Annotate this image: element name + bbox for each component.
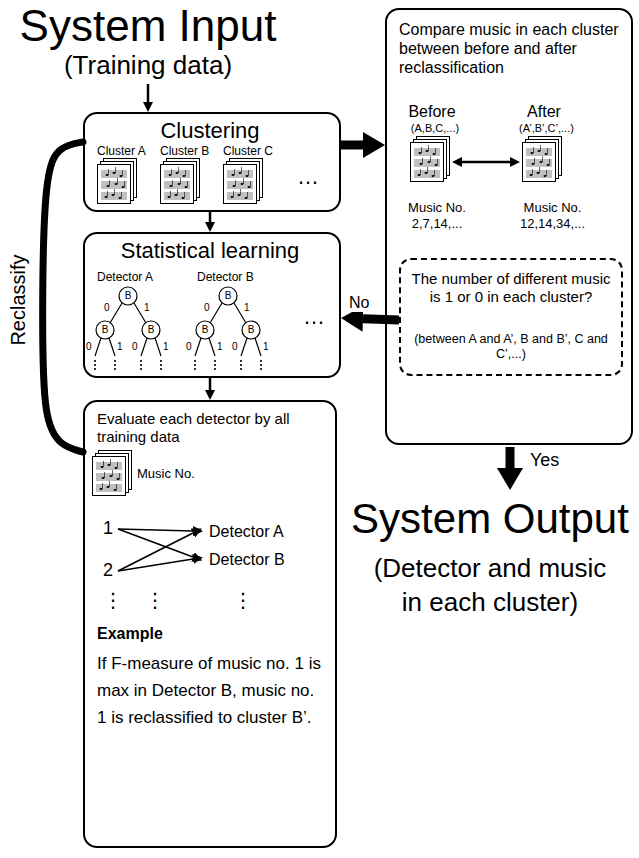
label-text: 0 bbox=[232, 341, 238, 353]
node-text: Cluster B bbox=[160, 144, 209, 158]
output-arrow bbox=[506, 447, 515, 468]
label-text: B bbox=[96, 324, 114, 336]
node-text: Music No. bbox=[137, 466, 195, 482]
node-text: Detector A bbox=[209, 522, 284, 541]
label-text: (Detector and music in each cluster) bbox=[365, 552, 615, 620]
label-text: B bbox=[242, 324, 260, 336]
process-box: Evaluate each detector by all training d… bbox=[83, 400, 337, 848]
process-box: Statistical learningDetector A Detector B… bbox=[83, 232, 341, 378]
label-text: System Output bbox=[345, 494, 635, 544]
label-text: B bbox=[119, 290, 137, 302]
label-text: 1 bbox=[117, 341, 123, 353]
label-text: 0 bbox=[204, 302, 210, 314]
label-text: 1 bbox=[144, 302, 150, 314]
flow-arrow bbox=[341, 141, 363, 150]
flow-arrow bbox=[363, 319, 399, 320]
node-text: 2 bbox=[103, 560, 113, 582]
evaluation-arrows bbox=[118, 529, 193, 571]
label-text: B bbox=[196, 324, 214, 336]
node-text: If F-measure of music no. 1 is max in De… bbox=[97, 650, 325, 732]
edge-label: No bbox=[349, 293, 369, 312]
label-text: 1 bbox=[244, 302, 250, 314]
label-text: 0 bbox=[132, 341, 138, 353]
flow-arrow bbox=[209, 378, 212, 390]
label-text: B bbox=[142, 324, 160, 336]
input-arrow bbox=[147, 84, 150, 102]
node-text: Detector A bbox=[97, 270, 153, 284]
node-text: (between A and A’, B and B’, C and C’,..… bbox=[407, 332, 615, 362]
node-text: 1 bbox=[103, 518, 113, 540]
label-text: 0 bbox=[86, 341, 92, 353]
node-text: Clustering bbox=[85, 118, 335, 144]
label-text: 0 bbox=[186, 341, 192, 353]
label-text: System Input bbox=[0, 0, 296, 53]
label-text: Yes bbox=[530, 450, 559, 472]
node-text: ⋮ bbox=[233, 588, 253, 612]
node-text: (A’,B’,C’,...) bbox=[499, 122, 594, 135]
sheet-music-icon bbox=[523, 137, 562, 182]
label-text: 1 bbox=[263, 341, 269, 353]
label-text: 1 bbox=[217, 341, 223, 353]
sheet-music-icon bbox=[224, 159, 263, 204]
node-text: Detector B bbox=[197, 270, 254, 284]
label-text: Reclassify bbox=[6, 245, 30, 355]
decision-tree bbox=[94, 287, 162, 370]
node-text: ⋮ bbox=[103, 588, 123, 612]
node-text: (A,B,C,...) bbox=[395, 122, 475, 135]
node-text: Before bbox=[397, 102, 467, 121]
node-text: Statistical learning bbox=[85, 238, 335, 264]
node-text: ⋮ bbox=[145, 588, 165, 612]
node-text: Music No. 12,14,34,... bbox=[505, 200, 600, 231]
sheet-music-icon bbox=[98, 159, 137, 204]
sheet-music-icon bbox=[93, 451, 132, 496]
node-text: Example bbox=[97, 624, 163, 643]
label-text: 0 bbox=[104, 302, 110, 314]
sheet-music-icon bbox=[411, 137, 450, 182]
decision-box: The number of different music is 1 or 0 … bbox=[399, 258, 623, 376]
node-text: Evaluate each detector by all training d… bbox=[97, 410, 325, 446]
node-text: Detector B bbox=[209, 550, 285, 569]
compare-arrow bbox=[462, 161, 510, 164]
label-text: B bbox=[219, 290, 237, 302]
flow-arrow bbox=[43, 142, 83, 452]
process-box: ClusteringCluster A Cluster B Cluster C … bbox=[83, 112, 341, 212]
label-text: (Training data) bbox=[0, 50, 296, 81]
node-text: Cluster A bbox=[97, 144, 146, 158]
node-text: Music No. 2,7,14,... bbox=[397, 200, 477, 231]
node-text: Cluster C bbox=[223, 144, 273, 158]
node-text: Compare music in each cluster between be… bbox=[399, 20, 624, 78]
node-text: … bbox=[303, 304, 325, 330]
process-box: Compare music in each cluster between be… bbox=[385, 8, 633, 445]
node-text: … bbox=[297, 164, 319, 190]
sheet-music-icon bbox=[161, 159, 200, 204]
node-text: The number of different music is 1 or 0 … bbox=[409, 270, 613, 306]
flow-arrow bbox=[209, 212, 212, 222]
decision-tree bbox=[194, 287, 262, 370]
node-text: After bbox=[509, 102, 579, 121]
connector-layer bbox=[43, 142, 399, 452]
label-text: 1 bbox=[163, 341, 169, 353]
